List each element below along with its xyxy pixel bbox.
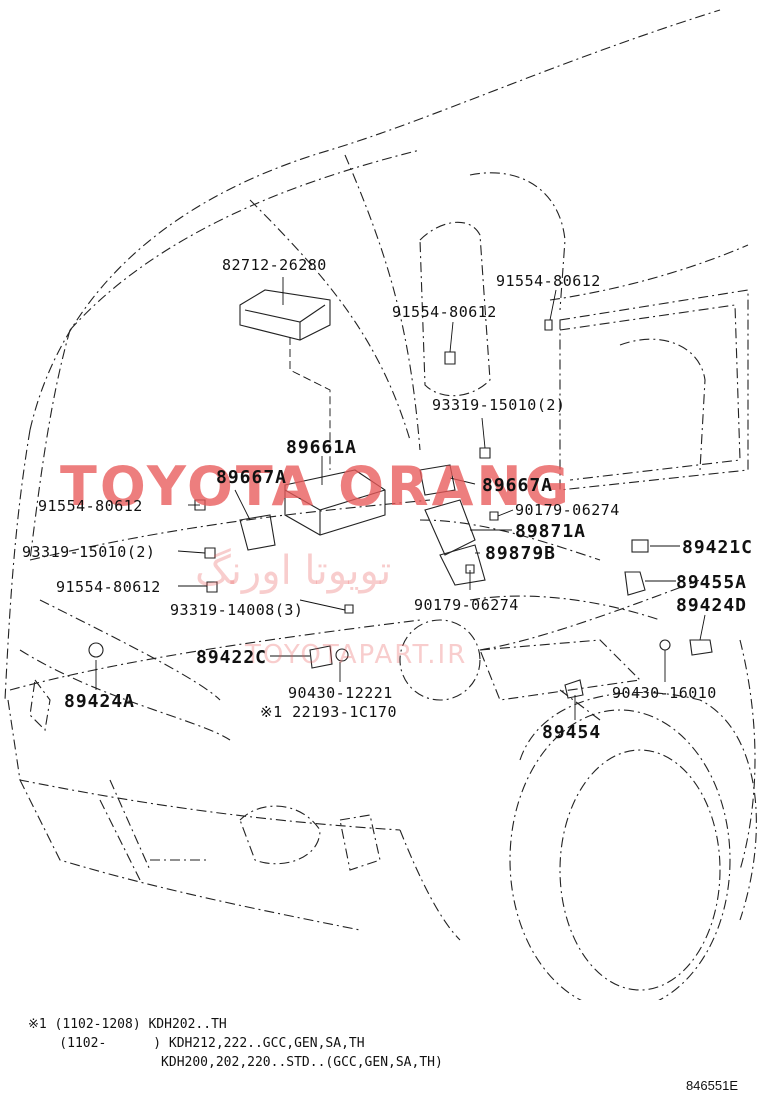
sensor-89454 [564,679,584,699]
label-89424A: 89424A [64,691,136,712]
label-93319-14008: 93319-14008(3) [170,601,304,619]
figure-code: 846551E [685,1078,738,1093]
label-93319-15010-right: 93319-15010(2) [432,396,566,414]
sensor-89421C [631,539,649,553]
footnote-line-2: (1102- ) KDH212,222..GCC,GEN,SA,TH [28,1036,365,1051]
watermark-url: TOYOTAPART.IR [245,640,468,670]
front-wheel [509,709,731,1000]
label-91554-80612-left-lower: 91554-80612 [56,578,161,596]
watermark-persian: تویوتا اورنگ [195,548,392,594]
label-89424D: 89424D [676,595,748,616]
label-89454: 89454 [542,722,602,743]
engine-bay [399,519,661,721]
label-89667A-left: 89667A [216,467,288,488]
label-90179-06274-upper: 90179-06274 [515,501,620,519]
label-89421C: 89421C [682,537,754,558]
label-93319-15010-left: 93319-15010(2) [22,543,156,561]
bolts [194,319,553,614]
ecu-89661A [284,469,386,536]
grille-outline [19,599,381,881]
sensor-89424A [88,642,104,658]
label-89661A: 89661A [286,437,358,458]
label-89422C: 89422C [196,647,268,668]
parts-diagram [4,9,757,1000]
relay-box-82712 [239,289,331,341]
leader-lines [95,277,706,720]
label-89455A: 89455A [676,572,748,593]
watermark-brand: TOYOTA ORANG [60,455,572,518]
bracket-89879B [439,544,486,586]
bracket-89667A-right [419,464,456,496]
label-90179-06274-lower: 90179-06274 [414,596,519,614]
footnote-line-1: ※1 (1102-1208) KDH202..TH [28,1017,227,1032]
sensor-89455A [624,571,646,596]
seat-outline [419,172,706,471]
sensor-89424D [689,639,713,656]
label-90430-12221: 90430-12221 [288,684,393,702]
label-91554-80612-mid: 91554-80612 [392,303,497,321]
bracket-89667A-left [239,514,276,551]
label-90430-16010: 90430-16010 [612,684,717,702]
bracket-89871A [424,499,476,556]
label-89871A: 89871A [515,521,587,542]
footnote-line-3: KDH200,202,220..STD..(GCC,GEN,SA,TH) [28,1055,443,1070]
label-91554-80612-left-upper: 91554-80612 [38,497,143,515]
label-89667A-right: 89667A [482,475,554,496]
footnotes: ※1 (1102-1208) KDH202..TH (1102- ) KDH21… [28,1015,443,1072]
sensor-89422C [309,645,349,669]
label-89879B: 89879B [485,543,557,564]
washer-90430-16010 [659,639,671,651]
label-82712-26280: 82712-26280 [222,256,327,274]
label-22193-1C170: ※1 22193-1C170 [260,703,397,721]
label-91554-80612-top-right: 91554-80612 [496,272,601,290]
vehicle-body-outline [4,9,757,941]
